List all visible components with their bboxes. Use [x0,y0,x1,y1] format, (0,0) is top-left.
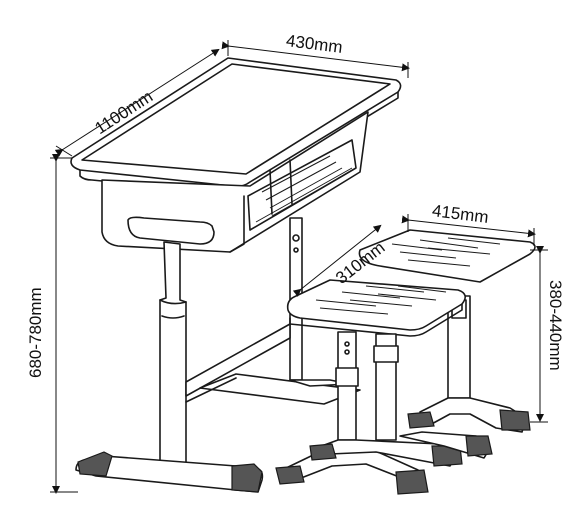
desk-storage-box [101,111,369,253]
stool-rear [358,229,536,433]
desk-front-leg [159,241,187,471]
seat-height-label: 380-440mm [546,280,565,371]
desk-depth-label: 430mm [285,31,344,57]
dimension-lines [50,40,548,494]
desk-crossbar [185,323,291,397]
desk-height-label: 680-780mm [26,287,45,378]
stool-front [275,279,493,495]
